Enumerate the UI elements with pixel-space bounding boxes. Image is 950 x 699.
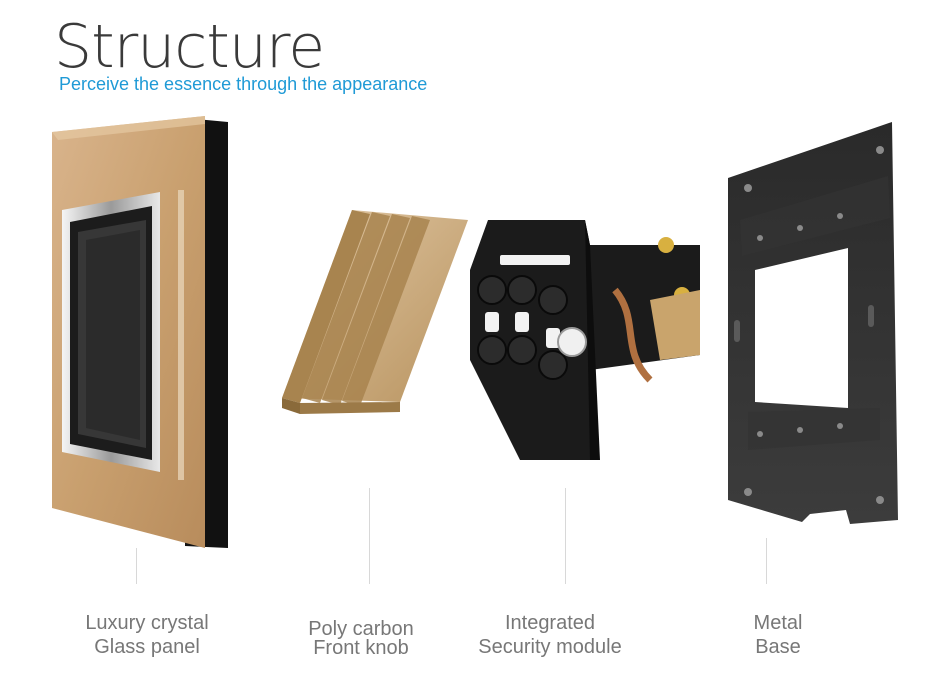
- label-metal-base: Metal Base: [678, 611, 878, 659]
- leader-line-glass-panel: [136, 548, 137, 584]
- label-glass-panel: Luxury crystal Glass panel: [47, 611, 247, 659]
- page-title: Structure: [54, 12, 325, 82]
- label-front-knob-line1: Poly carbon: [308, 618, 414, 640]
- label-front-knob-line2: Front knob: [313, 637, 409, 659]
- label-security-module-line1: Integrated: [504, 612, 596, 634]
- leader-line-front-knob: [369, 488, 370, 584]
- label-security-module: Integrated Security module: [450, 611, 650, 659]
- glass-panel-image: [52, 116, 228, 548]
- front-knob-image: [282, 210, 468, 414]
- metal-base-image: [728, 122, 898, 524]
- security-module-image: [470, 220, 700, 460]
- leader-line-security-module: [565, 488, 566, 584]
- label-security-module-line2: Security module: [478, 636, 622, 658]
- page-subtitle: Perceive the essence through the appeara…: [59, 74, 428, 94]
- label-metal-base-line1: Metal: [753, 612, 803, 634]
- label-metal-base-line2: Base: [755, 636, 801, 658]
- leader-line-metal-base: [766, 538, 767, 584]
- label-glass-panel-line1: Luxury crystal: [85, 612, 209, 634]
- label-glass-panel-line2: Glass panel: [94, 636, 200, 658]
- label-front-knob: Poly carbon Front knob: [261, 617, 461, 660]
